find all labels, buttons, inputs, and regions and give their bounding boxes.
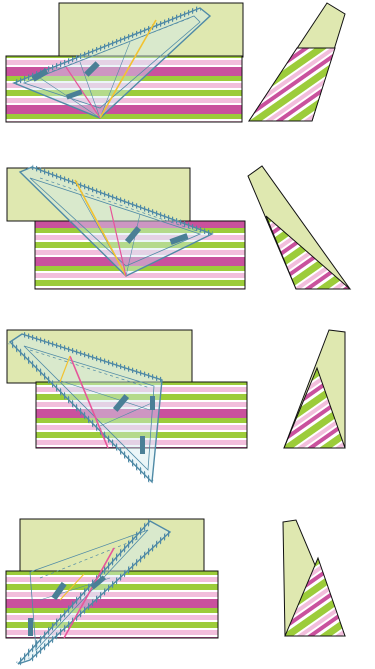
step-3 xyxy=(6,329,346,484)
cut-piece xyxy=(282,519,346,637)
ruler-clip-icon xyxy=(124,226,189,245)
step-1 xyxy=(5,2,346,123)
step-2 xyxy=(6,164,352,290)
triangle-ruler-icon xyxy=(8,331,163,484)
ruler-clip-icon xyxy=(112,394,155,454)
step-4 xyxy=(5,518,346,666)
ruler-clip-icon xyxy=(28,575,107,636)
striped-fabric xyxy=(5,55,243,123)
triangle-ruler-icon xyxy=(18,164,214,277)
cut-guide-pink xyxy=(63,547,115,639)
cut-guide-pink xyxy=(69,355,109,449)
cut-guide-pink xyxy=(109,205,127,277)
cut-guide-yellow xyxy=(99,19,157,119)
cut-guide-yellow xyxy=(59,573,85,601)
ruler-clip-icon xyxy=(31,61,100,100)
cut-guide-pink xyxy=(65,66,101,119)
cut-guide-yellow xyxy=(74,179,127,277)
cut-guide-yellow xyxy=(59,355,71,383)
cut-piece xyxy=(248,2,346,122)
cut-piece xyxy=(247,165,352,290)
cut-piece xyxy=(283,329,346,449)
